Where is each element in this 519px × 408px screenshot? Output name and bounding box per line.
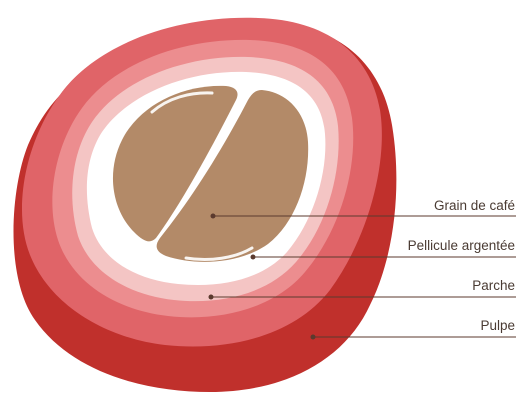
label-parche: Parche (472, 278, 515, 293)
label-pulpe: Pulpe (480, 318, 515, 333)
label-pellicule-argentee: Pellicule argentée (408, 238, 515, 253)
label-grain-de-cafe: Grain de café (434, 198, 515, 213)
